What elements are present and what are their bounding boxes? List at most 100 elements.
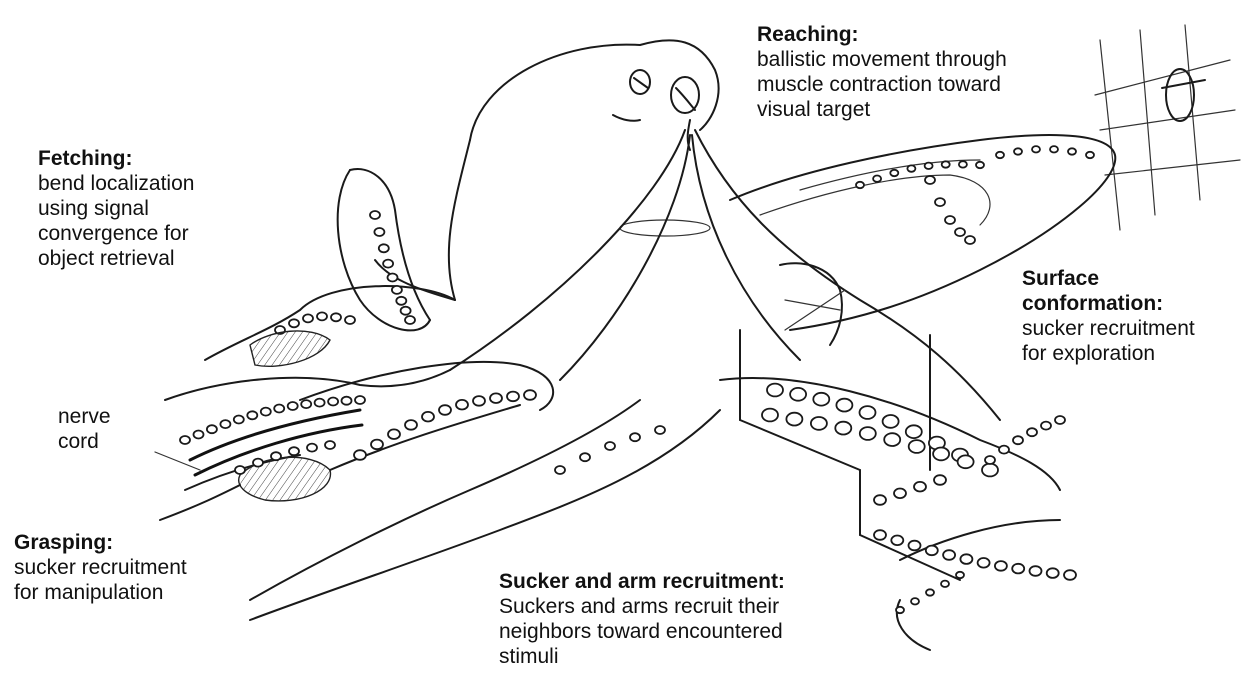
sucker [1012, 564, 1024, 574]
sucker [762, 409, 778, 422]
sucker [790, 388, 806, 401]
sucker [891, 536, 903, 546]
sucker-arm-line-3: stimuli [499, 644, 785, 669]
sucker [374, 228, 384, 236]
sucker [253, 459, 263, 467]
sucker [955, 228, 965, 236]
sucker [289, 447, 299, 455]
sucker [303, 314, 313, 322]
sucker [942, 161, 950, 167]
sucker [873, 176, 881, 182]
sucker [555, 466, 565, 474]
sucker [933, 448, 949, 461]
nerve-line-2: cord [58, 429, 111, 454]
nerve-line-1: nerve [58, 404, 111, 429]
sucker [941, 581, 949, 587]
sucker [507, 392, 519, 402]
sucker [605, 442, 615, 450]
reaching-line-2: muscle contraction toward [757, 72, 1007, 97]
sucker [328, 398, 338, 406]
fetching-line-2: using signal [38, 196, 194, 221]
sucker [811, 417, 827, 430]
sucker [767, 384, 783, 397]
sucker [355, 396, 365, 404]
octopus-head [375, 40, 719, 300]
sucker [926, 546, 938, 556]
fetching-line-3: convergence for [38, 221, 194, 246]
sucker [392, 286, 402, 294]
reaching-line-3: visual target [757, 97, 1007, 122]
sucker [976, 162, 984, 168]
sucker [301, 400, 311, 408]
sucker [524, 390, 536, 400]
surface-title-2: conformation: [1022, 291, 1195, 316]
sucker [1068, 148, 1076, 154]
sucker [1013, 436, 1023, 444]
sucker [925, 163, 933, 169]
sucker [935, 198, 945, 206]
sucker [958, 455, 974, 468]
sucker [907, 165, 915, 171]
sucker [1064, 570, 1076, 580]
sucker [655, 426, 665, 434]
sucker [982, 464, 998, 477]
visual-target-grid [1095, 25, 1240, 230]
surface-line-2: for exploration [1022, 341, 1195, 366]
sucker [925, 176, 935, 184]
fetching-line-1: bend localization [38, 171, 194, 196]
sucker [813, 393, 829, 406]
sucker [405, 420, 417, 430]
sucker [354, 450, 366, 460]
sucker [945, 216, 955, 224]
sucker-arm-title: Sucker and arm recruitment: [499, 569, 785, 594]
sucker [883, 415, 899, 428]
sucker [235, 466, 245, 474]
sucker [911, 598, 919, 604]
nerve-cord-label: nerve cord [58, 404, 111, 454]
grasping-line-2: for manipulation [14, 580, 187, 605]
sucker-arm-line-1: Suckers and arms recruit their [499, 594, 785, 619]
sucker [1041, 422, 1051, 430]
sucker [996, 152, 1004, 158]
arm-bases [450, 130, 1000, 420]
sucker [999, 446, 1009, 454]
sucker-arm-line-2: neighbors toward encountered [499, 619, 785, 644]
sucker [956, 572, 964, 578]
sucker [307, 444, 317, 452]
sucker [288, 402, 298, 410]
sucker [965, 236, 975, 244]
sucker [1047, 568, 1059, 578]
sucker [401, 307, 411, 315]
sucker [247, 411, 257, 419]
sucker [995, 561, 1007, 571]
sucker [884, 433, 900, 446]
sucker [422, 412, 434, 422]
sucker [1014, 148, 1022, 154]
reaching-label: Reaching: ballistic movement through mus… [757, 22, 1007, 122]
sucker [959, 161, 967, 167]
sucker [909, 541, 921, 551]
fetching-title: Fetching: [38, 146, 194, 171]
sucker [439, 405, 451, 415]
sucker [289, 319, 299, 327]
reaching-title: Reaching: [757, 22, 1007, 47]
sucker [926, 589, 934, 595]
sucker [960, 554, 972, 564]
fetching-label: Fetching: bend localization using signal… [38, 146, 194, 271]
sucker [1027, 428, 1037, 436]
grasping-line-1: sucker recruitment [14, 555, 187, 580]
sucker [405, 316, 415, 324]
sucker [856, 182, 864, 188]
sucker [1032, 146, 1040, 152]
grasping-arm [155, 370, 450, 520]
sucker [271, 452, 281, 460]
sucker [383, 260, 393, 268]
sucker [388, 429, 400, 439]
sucker [1030, 566, 1042, 576]
sucker [978, 558, 990, 568]
reaching-line-1: ballistic movement through [757, 47, 1007, 72]
sucker [860, 427, 876, 440]
sucker [1050, 146, 1058, 152]
sucker [274, 405, 284, 413]
